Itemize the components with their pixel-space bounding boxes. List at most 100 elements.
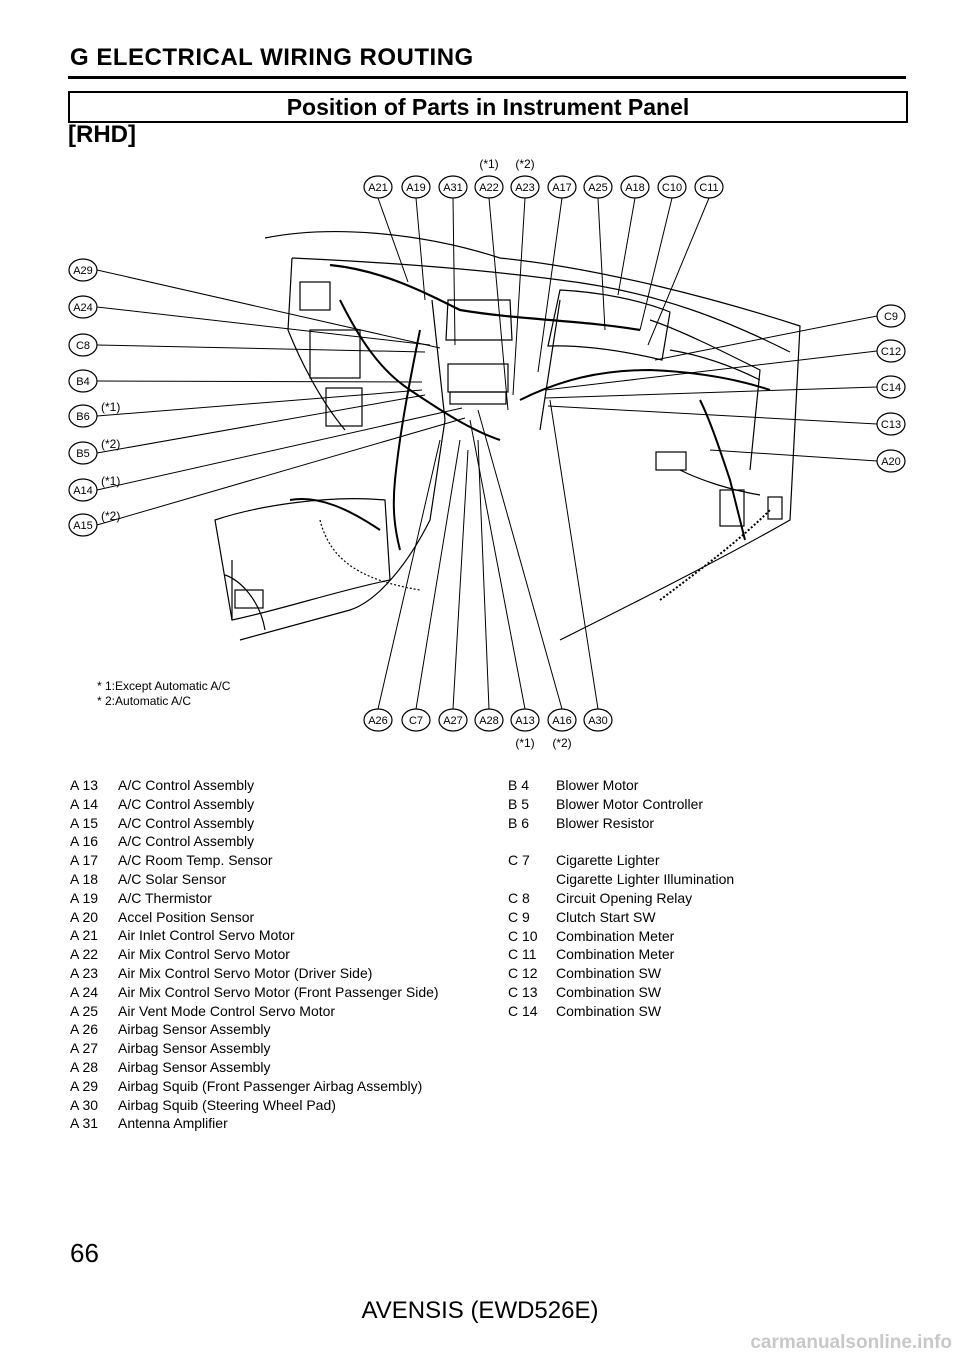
legend-row: A 15 A/C Control Assembly xyxy=(70,814,439,833)
page-number: 66 xyxy=(70,1238,99,1268)
leader-line xyxy=(415,197,426,301)
legend-name: Air Inlet Control Servo Motor xyxy=(118,927,295,944)
legend-code: A 19 xyxy=(70,889,99,906)
callout-label: C11 xyxy=(699,182,718,194)
legend-name: A/C Room Temp. Sensor xyxy=(118,852,273,869)
callout-label: A21 xyxy=(368,182,388,194)
callout-circle xyxy=(68,441,98,465)
callout-label: A19 xyxy=(406,182,426,194)
leader-line xyxy=(654,315,878,361)
callout-label: A18 xyxy=(625,182,645,194)
leader-line xyxy=(96,269,441,349)
callout-label: A29 xyxy=(73,265,93,277)
legend-name: A/C Control Assembly xyxy=(118,814,255,831)
legend-name: A/C Thermistor xyxy=(118,889,212,906)
callout-c13: C13 xyxy=(876,412,906,436)
legend-code: A 13 xyxy=(70,777,99,793)
callout-circle xyxy=(438,175,468,199)
legend-name: Air Vent Mode Control Servo Motor xyxy=(118,1002,336,1019)
callout-label: A13 xyxy=(515,715,535,727)
callout-circle xyxy=(876,412,906,436)
legend-name: Clutch Start SW xyxy=(556,908,656,925)
callout-a26: A26 xyxy=(363,708,393,732)
footnote-2: * 2:Automatic A/C xyxy=(97,694,191,708)
callout-circle xyxy=(876,449,906,473)
document-footer: AVENSIS (EWD526E) xyxy=(361,1297,599,1324)
legend-name: Accel Position Sensor xyxy=(118,908,255,925)
leader-line xyxy=(647,197,710,346)
legend-code: C 9 xyxy=(508,908,530,925)
callout-label: A17 xyxy=(552,182,572,194)
callout-circle xyxy=(876,304,906,328)
callout-circle xyxy=(363,175,393,199)
callout-label: B4 xyxy=(76,376,89,388)
legend-code: A 25 xyxy=(70,1002,99,1019)
callout-a16: A16 xyxy=(547,708,577,732)
callout-notes: (*1)(*2)(*1)(*2)(*1)(*2)(*1)(*2) xyxy=(101,157,572,750)
legend-name: Combination Meter xyxy=(556,946,675,963)
callout-a15: A15 xyxy=(68,513,98,537)
leader-line xyxy=(96,394,426,454)
leader-line xyxy=(639,197,673,331)
callout-circle xyxy=(68,258,98,282)
leader-line xyxy=(477,439,490,710)
callout-circle xyxy=(68,295,98,319)
legend-row-extra: Cigarette Lighter Illumination xyxy=(556,871,735,888)
legend-name: Blower Resistor xyxy=(556,814,655,831)
legend-code: C 14 xyxy=(508,1002,538,1019)
leader-line xyxy=(96,407,463,491)
callout-label: A15 xyxy=(73,520,93,532)
callout-label: C13 xyxy=(881,419,901,431)
callout-a20: A20 xyxy=(876,449,906,473)
callout-circle xyxy=(547,708,577,732)
callout-circle xyxy=(694,175,724,199)
legend-code: A 21 xyxy=(70,927,99,944)
legend-name: Air Mix Control Servo Motor xyxy=(118,946,290,963)
callout-c11: C11 xyxy=(694,175,724,199)
variant-label: [RHD] xyxy=(68,121,136,148)
callout-note: (*2) xyxy=(552,736,571,750)
callout-circle xyxy=(583,175,613,199)
callout-a22: A22 xyxy=(474,175,504,199)
callout-circle xyxy=(401,708,431,732)
callout-a31: A31 xyxy=(438,175,468,199)
leader-line xyxy=(544,350,878,391)
page-banner: Position of Parts in Instrument Panel xyxy=(68,91,908,123)
callout-c10: C10 xyxy=(657,175,687,199)
legend-name: Combination SW xyxy=(556,983,662,1000)
callout-circle xyxy=(876,339,906,363)
callout-a14: A14 xyxy=(68,478,98,502)
callout-label: A20 xyxy=(881,456,901,468)
callout-b4: B4 xyxy=(68,369,98,393)
leader-line xyxy=(377,439,441,710)
callout-circle xyxy=(68,369,98,393)
callout-circle xyxy=(876,375,906,399)
legend-code: A 15 xyxy=(70,814,99,831)
leader-line xyxy=(96,389,423,417)
legend-name: Circuit Opening Relay xyxy=(556,889,693,906)
leader-line xyxy=(617,197,636,296)
legend-code: A 18 xyxy=(70,870,99,887)
callout-note: (*2) xyxy=(101,509,120,523)
leader-line xyxy=(597,197,606,331)
legend-row: A 19 A/C Thermistor xyxy=(70,889,439,908)
panel-illustration xyxy=(214,231,801,641)
legend-code: A 22 xyxy=(70,946,99,963)
callout-note: (*2) xyxy=(101,437,120,451)
